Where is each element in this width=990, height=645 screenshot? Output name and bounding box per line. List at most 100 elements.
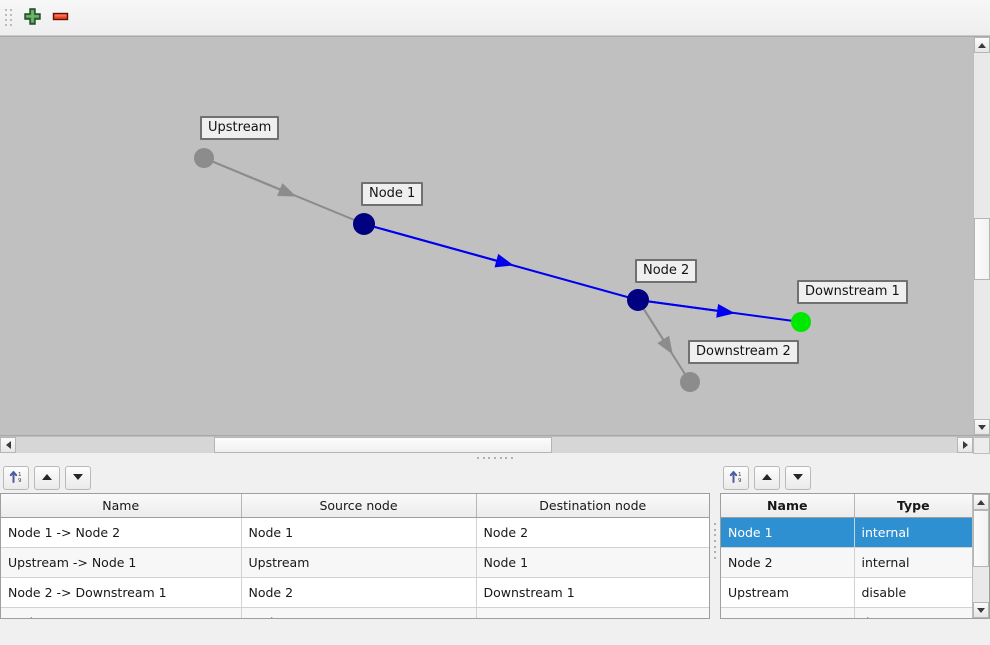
arrow-down-icon	[791, 470, 805, 485]
cell-source-node: Node 1	[241, 517, 477, 548]
column-header-destination-node[interactable]: Destination node	[476, 494, 709, 518]
scroll-right-button[interactable]	[957, 437, 973, 453]
links-pane: 1 9	[0, 463, 710, 619]
graph-hscroll-track[interactable]	[16, 437, 957, 453]
graph-node-node2[interactable]	[627, 289, 649, 311]
nodes-table: Name Type Node 1 internal Node 2 i	[721, 494, 972, 618]
bottom-panel: 1 9	[0, 463, 990, 619]
graph-horizontal-scrollbar[interactable]	[0, 436, 990, 454]
svg-text:1: 1	[738, 472, 742, 478]
cell-source-node: Node 2	[241, 607, 477, 618]
table-row[interactable]: Downstream 1 downstream	[721, 607, 972, 618]
column-header-source-node[interactable]: Source node	[241, 494, 477, 518]
arrow-up-icon	[760, 470, 774, 485]
column-header-name[interactable]: Name	[1, 494, 242, 518]
edge-node1-node2[interactable]	[363, 223, 639, 301]
cell-name: Node 2	[721, 547, 855, 578]
vertical-splitter[interactable]	[710, 463, 720, 619]
links-table-frame: Name Source node Destination node Node 1…	[0, 493, 710, 619]
cell-type: internal	[854, 517, 972, 548]
cell-type: downstream	[854, 607, 972, 618]
graph-canvas[interactable]: Upstream Node 1 Node 2 Downstream 1 Down…	[0, 37, 973, 435]
triangle-left-icon	[5, 441, 11, 449]
scroll-left-button[interactable]	[0, 437, 16, 453]
cell-destination-node: Node 2	[476, 517, 709, 548]
cell-source-node: Upstream	[241, 547, 477, 578]
cell-source-node: Node 2	[241, 577, 477, 608]
add-button[interactable]	[18, 4, 46, 32]
cell-name: Node 1 -> Node 2	[1, 517, 242, 548]
scroll-up-button[interactable]	[974, 37, 990, 53]
graph-vscroll-track[interactable]	[974, 53, 990, 419]
nodes-table-vertical-scrollbar[interactable]	[972, 494, 989, 618]
triangle-down-icon	[977, 607, 985, 613]
column-header-type[interactable]: Type	[854, 494, 972, 518]
table-row[interactable]: Node 2 -> Downstream 2 Node 2 Downstream…	[1, 607, 709, 618]
links-move-down-button[interactable]	[65, 465, 91, 490]
nodes-pane: 1 9	[720, 463, 990, 619]
horizontal-splitter[interactable]	[0, 453, 990, 463]
cell-name: Upstream	[721, 577, 855, 608]
scroll-up-button[interactable]	[973, 494, 989, 510]
svg-text:1: 1	[18, 472, 22, 478]
graph-node-downstream2[interactable]	[680, 372, 700, 392]
edge-node2-downstream2[interactable]	[637, 299, 691, 383]
graph-node-upstream[interactable]	[194, 148, 214, 168]
cell-name: Node 1	[721, 517, 855, 548]
table-row[interactable]: Node 1 -> Node 2 Node 1 Node 2	[1, 517, 709, 548]
cell-name: Node 2 -> Downstream 2	[1, 607, 242, 618]
cell-name: Upstream -> Node 1	[1, 547, 242, 578]
nodes-vscroll-track[interactable]	[973, 510, 989, 602]
table-row[interactable]: Node 2 -> Downstream 1 Node 2 Downstream…	[1, 577, 709, 608]
red-minus-icon	[51, 7, 70, 29]
graph-hscroll-thumb[interactable]	[213, 437, 553, 453]
nodes-table-scrollarea: Name Type Node 1 internal Node 2 i	[721, 494, 972, 618]
nodes-move-up-button[interactable]	[754, 465, 780, 490]
cell-type: disable	[854, 577, 972, 608]
table-row[interactable]: Upstream -> Node 1 Upstream Node 1	[1, 547, 709, 578]
graph-label-downstream2[interactable]: Downstream 2	[688, 340, 799, 364]
triangle-up-icon	[978, 42, 986, 48]
cell-destination-node: Node 1	[476, 547, 709, 578]
links-move-up-button[interactable]	[34, 465, 60, 490]
nodes-table-frame: Name Type Node 1 internal Node 2 i	[720, 493, 990, 619]
links-table: Name Source node Destination node Node 1…	[1, 494, 709, 618]
graph-node-downstream1[interactable]	[791, 312, 811, 332]
table-row[interactable]: Node 1 internal	[721, 517, 972, 548]
arrow-down-icon	[71, 470, 85, 485]
edge-upstream-node1[interactable]	[203, 157, 365, 225]
nodes-sort-button[interactable]: 1 9	[723, 465, 749, 490]
graph-label-upstream[interactable]: Upstream	[200, 116, 280, 140]
graph-label-downstream1[interactable]: Downstream 1	[797, 280, 908, 304]
scroll-down-button[interactable]	[973, 602, 989, 618]
svg-text:9: 9	[18, 478, 22, 484]
cell-name: Downstream 1	[721, 607, 855, 618]
graph-node-node1[interactable]	[353, 213, 375, 235]
nodes-vscroll-thumb[interactable]	[973, 510, 989, 568]
triangle-down-icon	[978, 424, 986, 430]
graph-vertical-scrollbar[interactable]	[973, 37, 990, 435]
scroll-down-button[interactable]	[974, 419, 990, 435]
arrow-up-icon	[40, 470, 54, 485]
toolbar-drag-grip[interactable]	[4, 7, 12, 29]
graph-label-node2[interactable]: Node 2	[635, 259, 698, 283]
nodes-toolbar: 1 9	[720, 463, 990, 493]
nodes-move-down-button[interactable]	[785, 465, 811, 490]
graph-edges	[194, 148, 811, 392]
graph-vscroll-thumb[interactable]	[974, 217, 990, 280]
table-row[interactable]: Upstream disable	[721, 577, 972, 608]
svg-text:9: 9	[738, 478, 742, 484]
scrollbar-corner	[973, 437, 990, 454]
cell-name: Node 2 -> Downstream 1	[1, 577, 242, 608]
nodes-table-header-row: Name Type	[721, 494, 972, 518]
graph-label-node1[interactable]: Node 1	[361, 182, 424, 206]
column-header-name[interactable]: Name	[721, 494, 855, 518]
links-sort-button[interactable]: 1 9	[3, 465, 29, 490]
graph-view: Upstream Node 1 Node 2 Downstream 1 Down…	[0, 36, 990, 436]
table-row[interactable]: Node 2 internal	[721, 547, 972, 578]
cell-type: internal	[854, 547, 972, 578]
remove-button[interactable]	[46, 4, 74, 32]
sort-ascending-icon: 1 9	[729, 469, 744, 487]
edge-node2-downstream1[interactable]	[637, 299, 802, 323]
